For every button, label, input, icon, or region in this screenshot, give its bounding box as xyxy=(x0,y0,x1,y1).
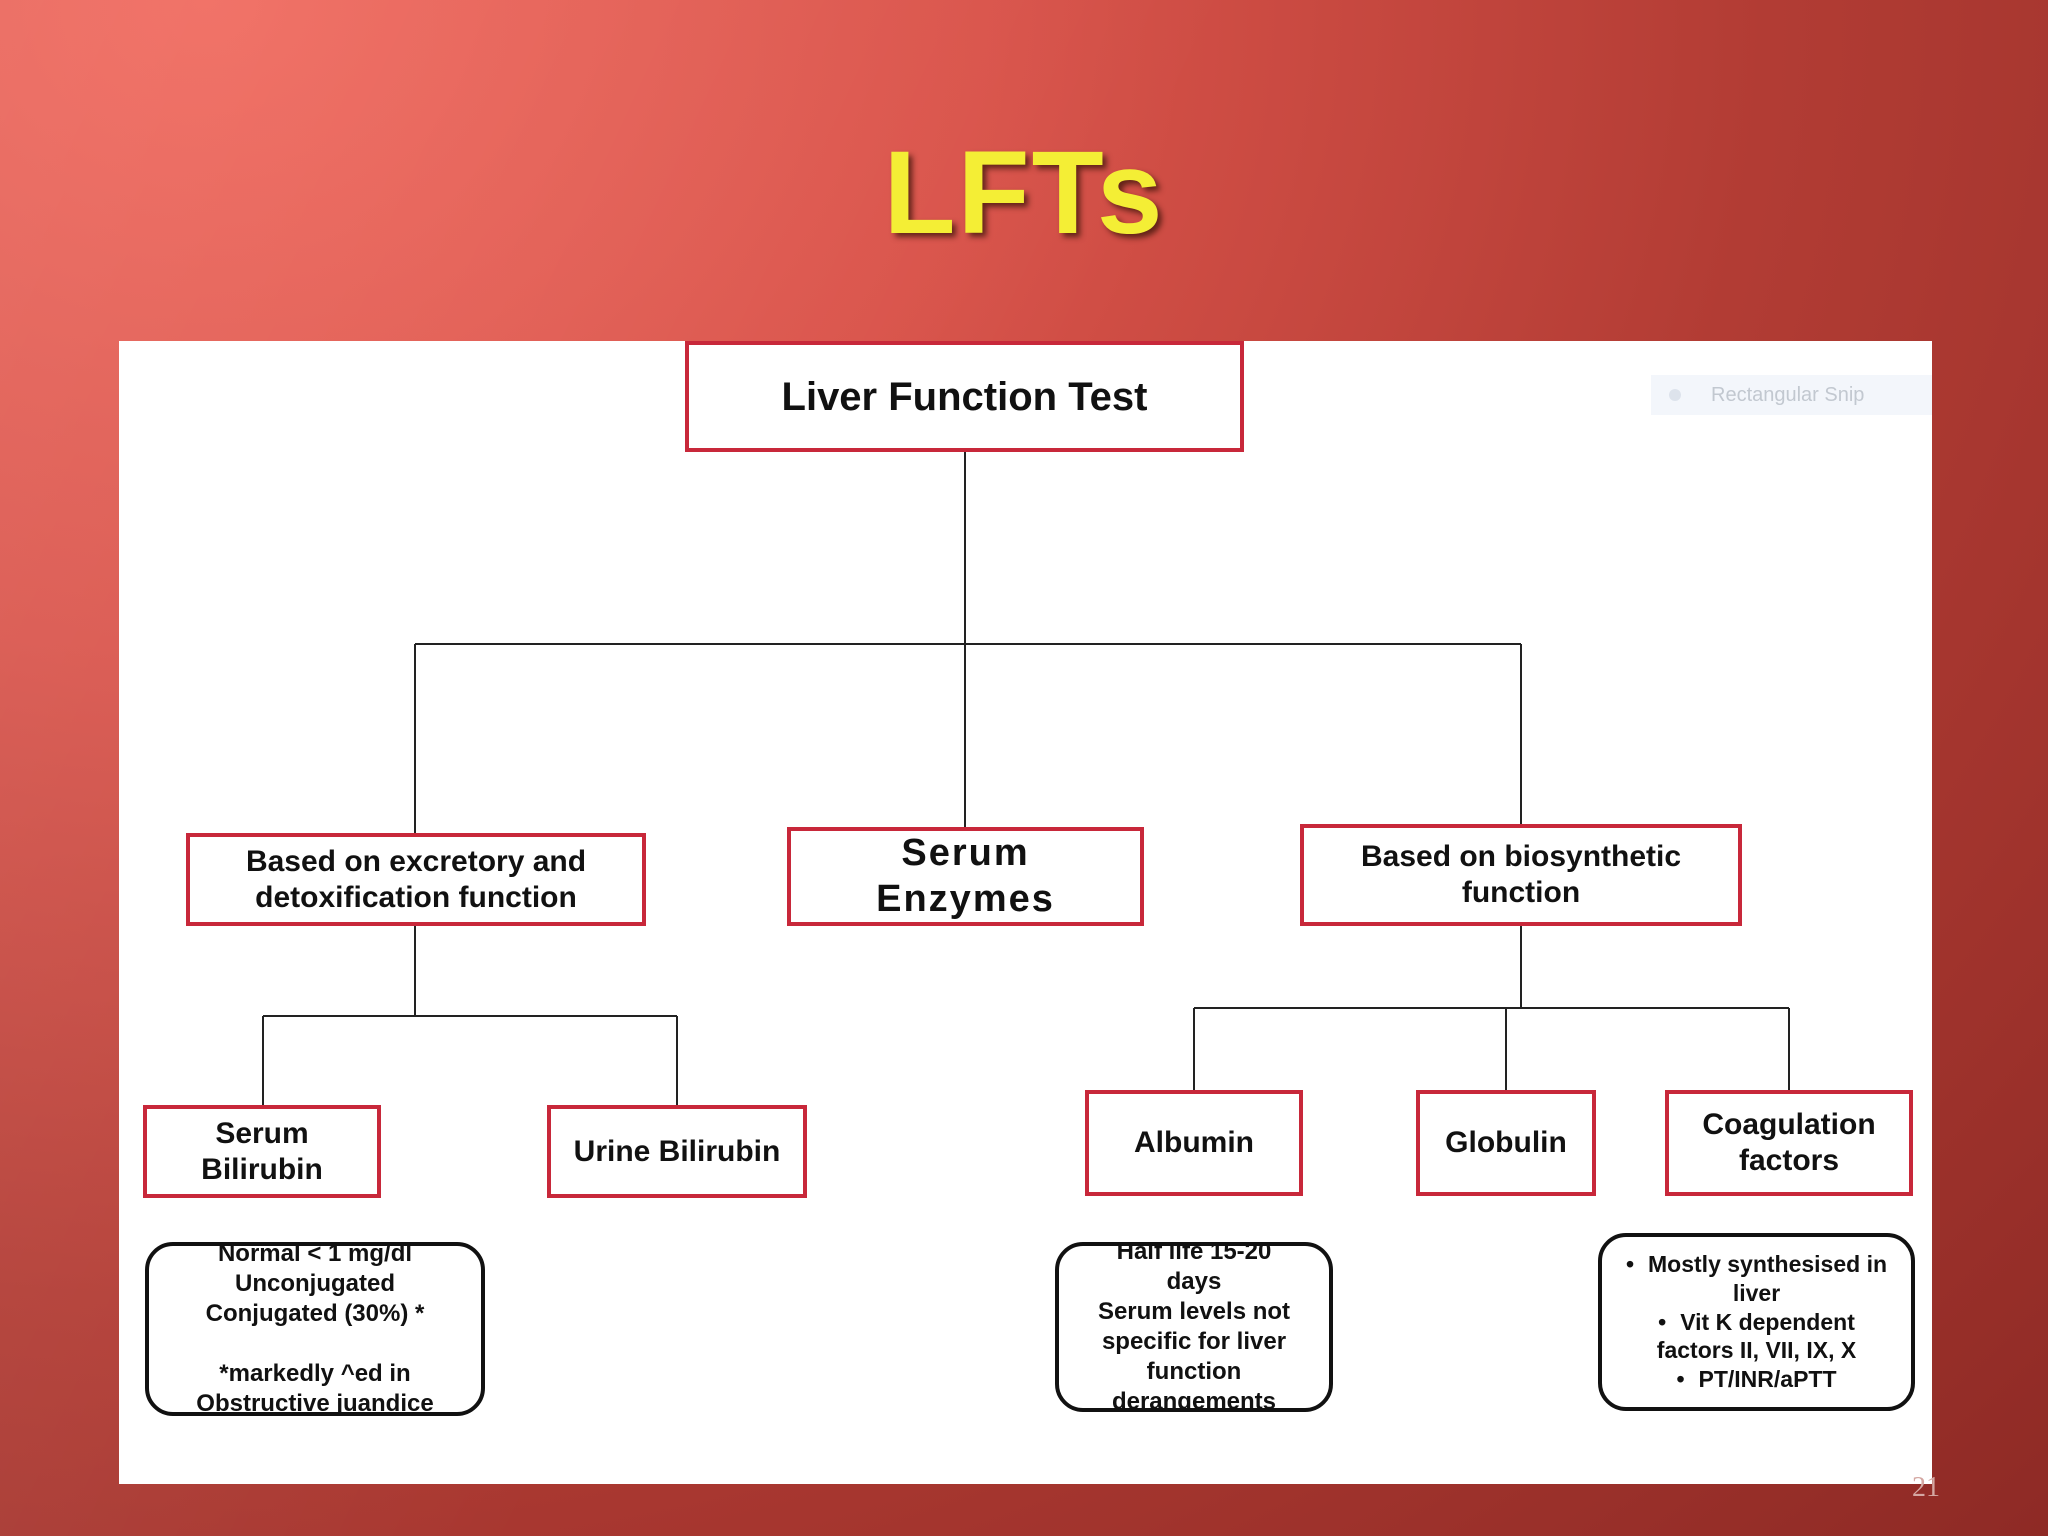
diagram-panel: Rectangular Snip Liver Function Test Bas… xyxy=(119,341,1932,1484)
note-item-coagulation: Mostly synthesised in liver xyxy=(1624,1250,1889,1308)
category-label-biosynthetic: Based on biosynthetic function xyxy=(1360,840,1682,909)
note-box-coagulation: Mostly synthesised in liver Vit K depend… xyxy=(1598,1233,1915,1411)
slide-title: LFTs xyxy=(883,127,1165,259)
test-box-coagulation-factors: Coagulation factors xyxy=(1665,1090,1913,1196)
test-box-urine-bilirubin: Urine Bilirubin xyxy=(547,1105,807,1198)
category-box-excretory: Based on excretory and detoxification fu… xyxy=(186,833,646,926)
test-label-albumin: Albumin xyxy=(1134,1126,1254,1159)
rectangular-snip-overlay[interactable]: Rectangular Snip xyxy=(1651,375,1932,415)
test-label-serum-bilirubin: Serum Bilirubin xyxy=(201,1116,323,1186)
page-number: 21 xyxy=(1912,1472,1940,1503)
note-item-coagulation: PT/INR/aPTT xyxy=(1624,1365,1889,1394)
test-box-serum-bilirubin: Serum Bilirubin xyxy=(143,1105,381,1198)
test-box-globulin: Globulin xyxy=(1416,1090,1596,1196)
category-box-serum-enzymes: Serum Enzymes xyxy=(787,827,1144,926)
test-label-globulin: Globulin xyxy=(1445,1126,1567,1159)
root-label: Liver Function Test xyxy=(781,374,1148,419)
category-label-excretory: Based on excretory and detoxification fu… xyxy=(245,844,587,914)
note-text-albumin: Half life 15-20 days Serum levels not sp… xyxy=(1097,1242,1291,1412)
test-box-albumin: Albumin xyxy=(1085,1090,1303,1196)
note-text-bilirubin: Normal < 1 mg/dl Unconjugated Conjugated… xyxy=(196,1242,434,1416)
category-box-biosynthetic: Based on biosynthetic function xyxy=(1300,824,1742,926)
note-box-albumin: Half life 15-20 days Serum levels not sp… xyxy=(1055,1242,1333,1412)
note-item-coagulation: Vit K dependent factors II, VII, IX, X xyxy=(1624,1308,1889,1366)
note-list-coagulation: Mostly synthesised in liver Vit K depend… xyxy=(1624,1250,1889,1394)
root-box-liver-function-test: Liver Function Test xyxy=(685,341,1244,452)
snip-dot-icon xyxy=(1669,389,1681,401)
note-box-bilirubin: Normal < 1 mg/dl Unconjugated Conjugated… xyxy=(145,1242,485,1416)
test-label-urine-bilirubin: Urine Bilirubin xyxy=(573,1134,781,1168)
test-label-coagulation: Coagulation factors xyxy=(1702,1108,1876,1177)
snip-label: Rectangular Snip xyxy=(1711,384,1865,406)
category-label-enzymes: Serum Enzymes xyxy=(876,831,1055,920)
connector-lines xyxy=(262,449,1790,1108)
